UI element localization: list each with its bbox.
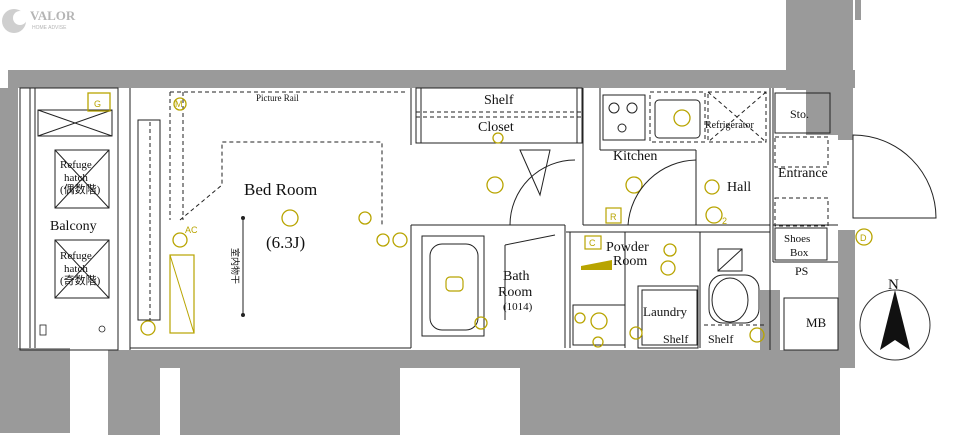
ac-outlet-icon: [172, 232, 188, 248]
ps-label: PS: [795, 264, 808, 278]
meter-icon: [173, 97, 187, 111]
range-hood-box: [605, 207, 622, 224]
ac-symbol: AC: [185, 225, 198, 235]
hall-label: Hall: [727, 180, 751, 195]
doorbell-icon: [855, 228, 873, 246]
entrance-door: [852, 134, 937, 219]
entrance-label: Entrance: [778, 166, 828, 181]
balcony-label: Balcony: [50, 219, 97, 234]
closet-label: Closet: [478, 120, 514, 135]
refrigerator-label: Refrigerator: [705, 120, 755, 131]
brand-tagline: HOME ADVISE: [32, 25, 67, 31]
refuge-hatch-2: [54, 239, 110, 299]
ceiling-light-icon: [281, 209, 299, 227]
powder-area: C Powder Room Laundry Shelf: [572, 235, 698, 348]
indoor-drying-label: 室内物干: [230, 248, 241, 284]
cooler-symbol: C: [589, 238, 596, 248]
laundry-label: Laundry: [643, 304, 688, 319]
stove: [602, 94, 646, 141]
storage-closet: [774, 92, 831, 134]
bath-size-label: (1014): [503, 301, 533, 313]
washbasin: [572, 304, 626, 346]
tv-outlet-icon: [392, 232, 408, 248]
valor-logo: VALOR HOME ADVISE: [2, 8, 76, 33]
meter-symbol: M: [175, 99, 183, 109]
north-label: N: [888, 277, 899, 293]
shoes-box-label-2: Box: [790, 247, 809, 259]
mb-label: MB: [806, 315, 827, 330]
toilet-area: Shelf: [704, 248, 766, 346]
refuge2-line2: hatch: [64, 263, 88, 275]
phone-outlet-icon: [376, 233, 390, 247]
switch-icon: [358, 211, 372, 225]
cooler-box: [584, 235, 602, 250]
refuge2-line3: (奇数階): [60, 273, 101, 287]
shelf-toilet-label: Shelf: [708, 332, 733, 346]
bath-room-line1: Bath: [503, 269, 529, 284]
kitchen-label: Kitchen: [613, 149, 657, 164]
hall-entrance-area: Hall 2 Sto. Entrance Shoes Box PS MB D: [704, 92, 937, 330]
kitchen-area: Refrigerator Kitchen R: [602, 91, 767, 226]
powder-room-line1: Powder: [606, 240, 649, 255]
doorbell-symbol: D: [860, 233, 867, 243]
bath-room-line2: Room: [498, 285, 532, 300]
storage-unit: [169, 254, 195, 334]
north-compass: N: [859, 277, 931, 361]
walls: [0, 0, 861, 435]
storage-label: Sto.: [790, 107, 809, 121]
closet-area: Shelf Closet: [415, 87, 583, 226]
refuge1-line1: Refuge: [60, 159, 92, 171]
bathtub: [421, 235, 485, 337]
picture-rail-label: Picture Rail: [256, 93, 299, 103]
refuge2-line1: Refuge: [60, 250, 92, 262]
outlet-count: 2: [722, 216, 727, 226]
gas-symbol: G: [94, 99, 101, 109]
laundry-pan: [641, 289, 698, 346]
sink: [654, 99, 701, 139]
bedroom-label: Bed Room: [244, 180, 317, 199]
range-symbol: R: [610, 212, 617, 222]
outlet-icon: [140, 320, 156, 336]
powder-room-line2: Room: [613, 254, 647, 269]
bedroom-size: (6.3J): [266, 233, 305, 252]
refuge-hatch-1: [54, 149, 110, 209]
shelf-laundry-label: Shelf: [663, 332, 688, 346]
toilet: [708, 274, 760, 324]
balcony-area: G Refuge hatch (偶数階) Refuge hatch (奇数階) …: [37, 92, 113, 336]
refrigerator-space: [707, 91, 767, 143]
bath-area: Bath Room (1014): [421, 234, 556, 337]
partitions: [19, 87, 839, 351]
gas-meter-box: [87, 92, 111, 112]
north-arrow-icon: [880, 290, 910, 350]
bedroom-area: Picture Rail Bed Room (6.3J) 室内物干 M AC: [137, 91, 408, 336]
refuge1-line3: (偶数階): [60, 182, 101, 196]
brand-name: VALOR: [30, 8, 76, 23]
shoes-box-label-1: Shoes: [784, 233, 810, 245]
shelf-label: Shelf: [484, 93, 514, 108]
towel-rail-icon: [581, 260, 612, 270]
refuge1-line2: hatch: [64, 172, 88, 184]
